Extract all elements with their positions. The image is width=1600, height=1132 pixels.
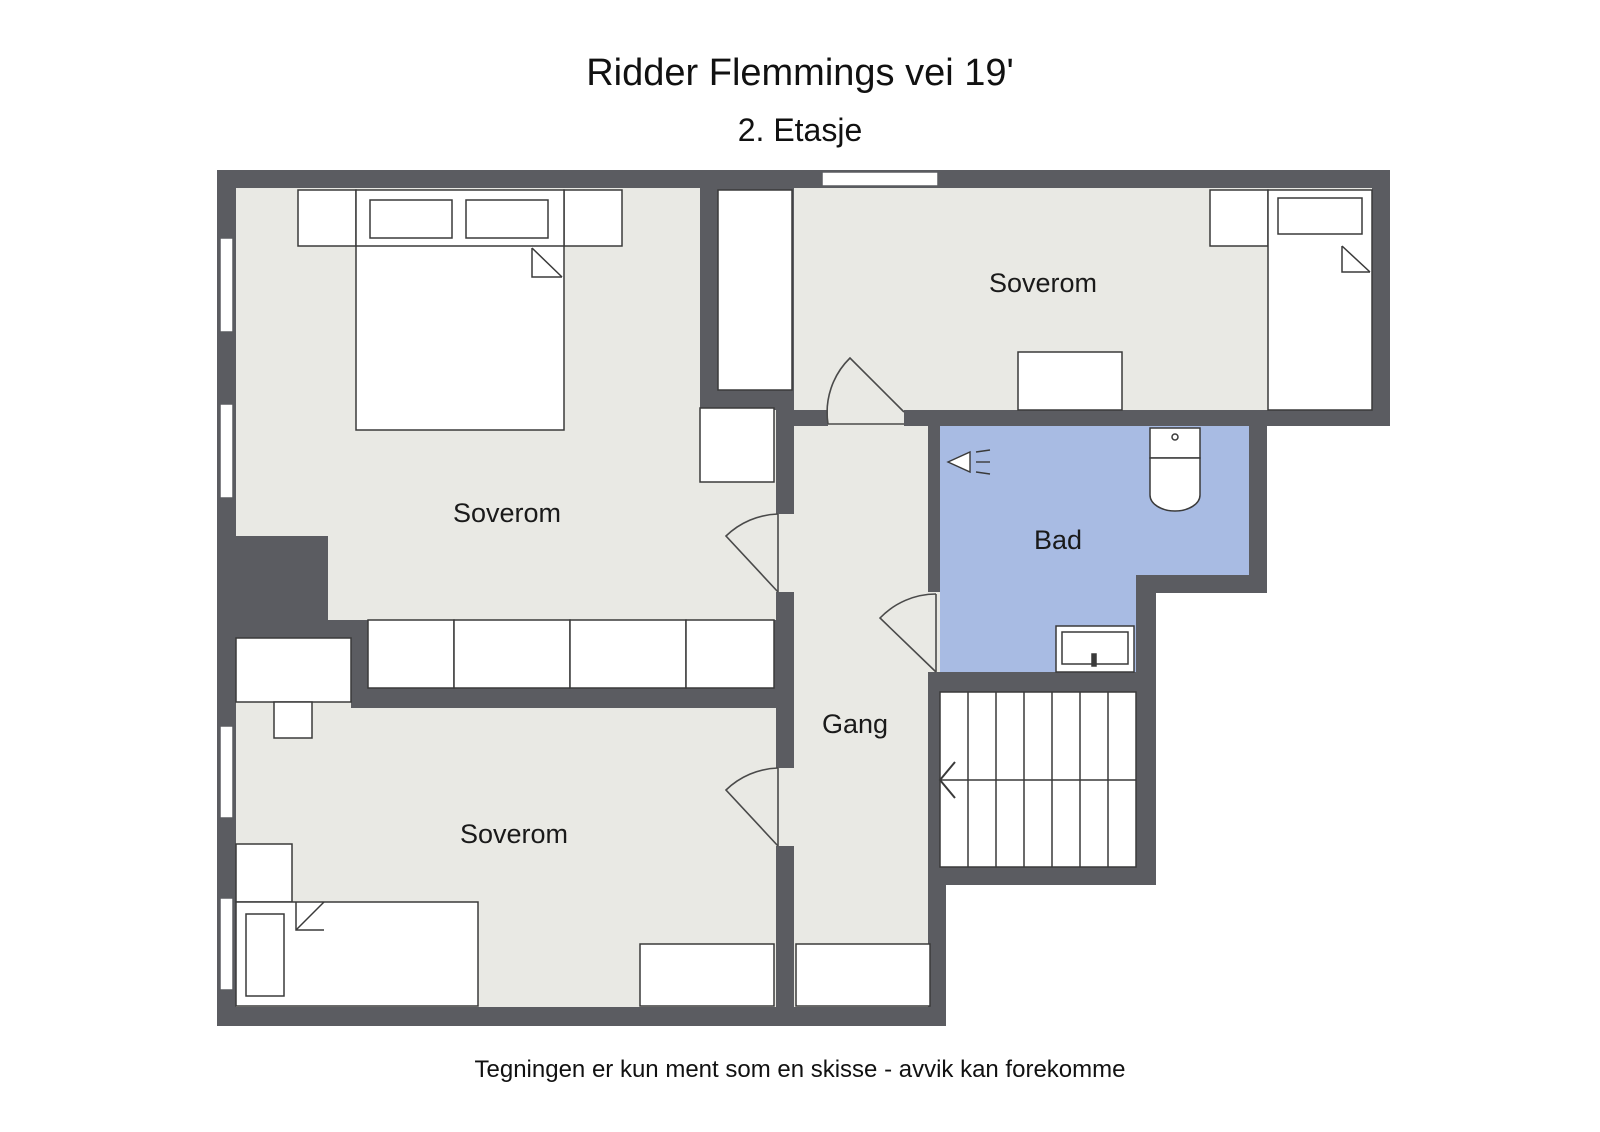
nightstand-right — [563, 189, 623, 247]
desk-top-right — [1017, 351, 1123, 411]
nightstand-bottom — [235, 843, 293, 903]
cabinet-master — [699, 407, 775, 483]
doors — [724, 356, 940, 847]
room-label-hallway: Gang — [822, 709, 888, 739]
dresser-bottom — [639, 943, 775, 1007]
windows — [219, 171, 939, 991]
hall-cabinet — [795, 943, 931, 1007]
wardrobe-3 — [569, 619, 687, 689]
wardrobe-top-right — [717, 189, 793, 391]
plan-title: Ridder Flemmings vei 19' — [586, 52, 1014, 94]
interior-walls — [776, 410, 1148, 1007]
stair-direction-arrow-icon — [938, 761, 956, 799]
wardrobe-1 — [367, 619, 455, 689]
desk — [235, 637, 352, 703]
staircase — [938, 691, 1137, 868]
nightstand-left — [297, 189, 357, 247]
wardrobe-4 — [685, 619, 775, 689]
room-label-bathroom: Bad — [1034, 525, 1082, 555]
plan-disclaimer: Tegningen er kun ment som en skisse - av… — [474, 1056, 1126, 1083]
desk-chair — [273, 701, 313, 739]
room-label-bedroom-bottom: Soverom — [460, 819, 568, 849]
toilet-bowl — [1149, 457, 1201, 512]
plan-subtitle: 2. Etasje — [737, 112, 863, 148]
wardrobe-2 — [453, 619, 571, 689]
shower-icon — [946, 449, 991, 475]
toilet-tank — [1149, 427, 1201, 459]
room-label-master-bedroom: Soverom — [453, 498, 561, 528]
floor-hallway — [794, 410, 928, 1007]
furniture — [235, 189, 1373, 1007]
room-label-bedroom-top-right: Soverom — [989, 268, 1097, 298]
chimney — [236, 536, 328, 620]
nightstand-top-right — [1209, 189, 1269, 247]
